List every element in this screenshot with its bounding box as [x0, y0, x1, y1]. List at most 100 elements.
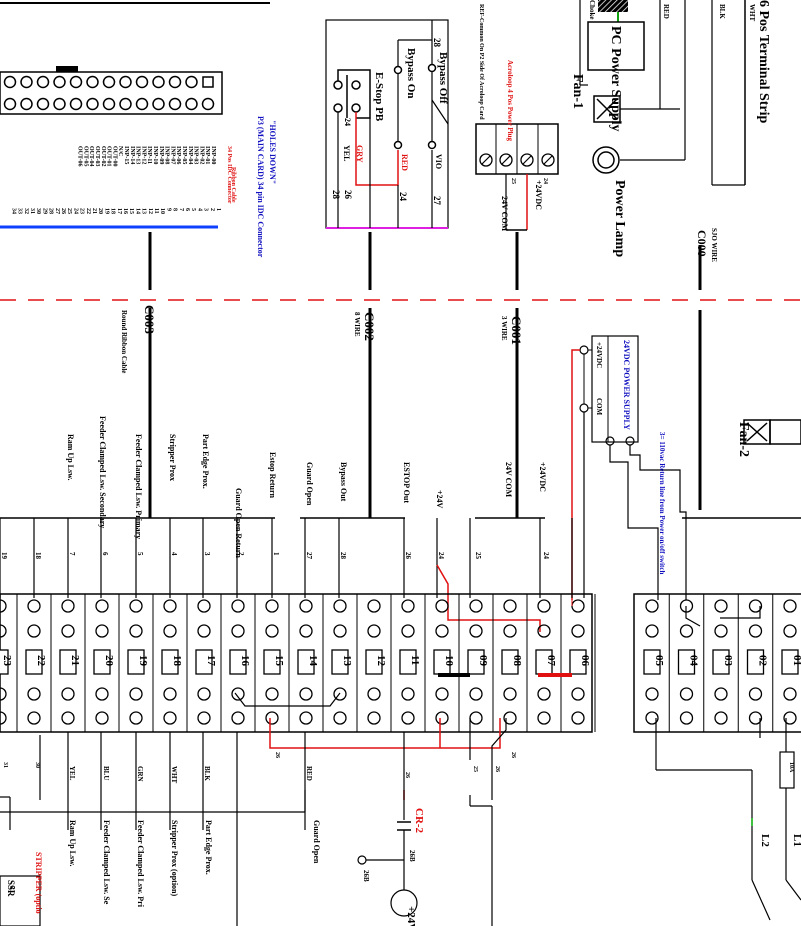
terminal-label-box — [677, 649, 696, 675]
psu24-title: 24VDC POWER SUPPLY — [622, 340, 631, 430]
terminal-label-box — [93, 649, 111, 675]
terminal-screw-top — [231, 599, 245, 613]
estop-wire-gry: GRY — [355, 145, 364, 163]
terminal-screw-top — [435, 599, 449, 613]
terminal-number: 04 — [688, 655, 700, 667]
terminal-screw — [197, 687, 211, 701]
wire-25: 25 — [472, 766, 478, 772]
terminal-screw-top — [95, 599, 109, 613]
idc-pin-number: 34 — [10, 208, 16, 214]
terminal-label-box — [297, 649, 315, 675]
terminal-screw-top — [27, 599, 41, 613]
terminal-screw-top — [503, 599, 517, 613]
estop-term-26: 26 — [343, 190, 353, 200]
estop-wire-vio: VIO — [434, 154, 443, 169]
signal-label: Bypass Out — [339, 462, 348, 502]
terminal-screw — [503, 624, 517, 638]
idc-pin-number: 13 — [141, 208, 147, 214]
wire-26c: 26 — [494, 766, 500, 772]
cr2-relay — [0, 732, 493, 926]
cable-trunks — [148, 232, 519, 518]
fan2-label: Fan-2 — [736, 422, 751, 457]
c003-label: C003 — [142, 305, 157, 334]
idc-pin — [20, 75, 33, 89]
bypass-off-label: Bypass Off — [437, 52, 449, 104]
wire-26: 26 — [274, 752, 280, 758]
stripper-label: STRIPPER (optio — [34, 852, 43, 914]
idc-pin — [3, 97, 17, 111]
acro-pin-24: 24 — [542, 178, 548, 184]
bottom-wires — [0, 732, 405, 926]
terminal-screw — [265, 687, 279, 701]
terminal-number: 15 — [273, 655, 285, 667]
terminal-screw — [469, 624, 483, 638]
terminal-screw-bottom — [27, 711, 41, 725]
terminal-screw — [469, 687, 483, 701]
idc-pin-label: N/C — [117, 146, 123, 156]
signal-label: Estop Return — [268, 452, 277, 499]
wire-number: 19 — [0, 552, 8, 560]
acro-screw — [520, 153, 534, 167]
terminal-screw — [61, 624, 75, 638]
terminal-screw-bottom — [129, 711, 143, 725]
idc-pin — [53, 97, 66, 111]
top-wire-blk: BLK — [718, 4, 726, 19]
terminal-screw — [367, 624, 381, 638]
idc-pin — [20, 97, 33, 111]
bottom-device-label: Part Edge Prox. — [204, 820, 213, 875]
psu24-v24: +24VDC — [595, 342, 603, 368]
idc-pin — [185, 75, 198, 89]
terminal-label-box — [263, 649, 281, 675]
signal-label: ESTOP Out — [402, 462, 411, 503]
terminal-number: 22 — [35, 655, 47, 667]
idc-pin — [119, 75, 132, 89]
idc-pin-number: 23 — [79, 208, 85, 214]
cr2-label: CR-2 — [413, 808, 425, 834]
idc-pin-number: 31 — [29, 208, 35, 214]
wire-30: 30 — [34, 762, 40, 768]
idc-pin-number: 32 — [23, 208, 29, 214]
terminal-label-box — [331, 649, 349, 675]
wire-color-label: RED — [305, 766, 313, 781]
idc-pin — [36, 97, 50, 111]
idc-pin-number: 24 — [72, 208, 78, 214]
idc-pin-number: 29 — [41, 208, 47, 214]
idc-pin-label: INP-11 — [146, 146, 152, 164]
idc-pin-label-out: OUT-04 — [88, 146, 94, 166]
terminal-screw — [333, 687, 347, 701]
terminal-label-box — [781, 649, 799, 675]
terminal-screw — [783, 624, 797, 638]
terminal-number: 03 — [722, 655, 734, 667]
ssr-label: SSR — [6, 880, 16, 897]
terminal-screw — [0, 687, 7, 701]
terminal-screw-bottom — [435, 711, 449, 725]
cr2-26b: 26B — [408, 850, 416, 862]
terminal-number: 11 — [409, 655, 421, 665]
terminal-screw-bottom — [0, 711, 7, 725]
idc-pin-number: 28 — [48, 208, 54, 214]
terminal-screw-bottom — [679, 711, 694, 725]
wire-number: 2 — [237, 552, 245, 556]
terminal-screw — [401, 624, 415, 638]
pc-power-supply-label: PC Power Supply — [608, 26, 623, 132]
signal-label: +24V — [435, 490, 444, 509]
terminal-screw — [95, 624, 109, 638]
idc-pin — [69, 97, 83, 111]
terminal-label-box — [59, 649, 77, 675]
idc-pin-number: 30 — [35, 208, 41, 214]
terminal-label-box — [365, 649, 383, 675]
bypass-on-label: Bypass On — [405, 48, 417, 98]
terminal-label-box — [195, 649, 213, 675]
signal-label: Stripper Prox — [168, 434, 177, 481]
acroloop-24vcom: 24V COM — [500, 196, 509, 232]
terminal-screw — [401, 687, 415, 701]
terminal-screw — [537, 624, 551, 638]
idc-pin-number: 14 — [134, 208, 140, 214]
wire-number: 25 — [474, 552, 482, 560]
terminal-screw-bottom — [469, 711, 483, 725]
idc-pin — [135, 97, 149, 111]
idc-pin-label: INP-04 — [187, 146, 193, 164]
idc-pin-number: 10 — [159, 208, 165, 214]
